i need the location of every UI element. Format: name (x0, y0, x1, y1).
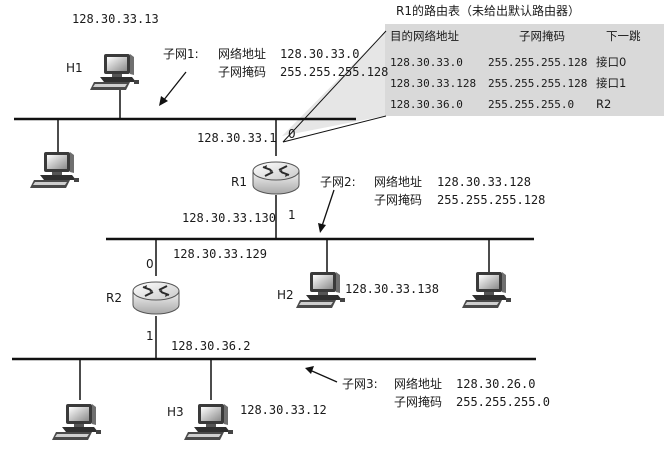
subnet3-addr: 128.30.26.0 (456, 377, 535, 391)
r1-if0-ip: 128.30.33.1 (197, 131, 276, 145)
subnet1-addr-label: 网络地址 (218, 46, 266, 61)
routing-table-header-mask: 子网掩码 (519, 29, 565, 43)
r1-if0-number: 0 (288, 127, 296, 141)
routing-table-header-next-hop: 下一跳 (606, 29, 641, 43)
subnet2-info: 子网2: 网络地址 128.30.33.128 子网掩码 255.255.255… (320, 174, 545, 207)
r2-label: R2 (106, 291, 122, 305)
subnet2-name: 子网2: (320, 175, 356, 189)
h2-label: H2 (277, 288, 294, 302)
r2-router-icon (132, 281, 180, 315)
row-next-hop: 接口1 (596, 76, 626, 90)
subnet2-mask: 255.255.255.128 (437, 193, 545, 207)
r2-if1-number: 1 (146, 329, 154, 343)
routing-table-title: R1的路由表（未给出默认路由器） (396, 3, 580, 18)
h2-computer-icon (296, 272, 345, 308)
row-dest: 128.30.33.0 (390, 56, 463, 69)
table-callout-line (282, 30, 387, 143)
routing-table: R1的路由表（未给出默认路由器） 目的网络地址 子网掩码 下一跳 128.30.… (282, 3, 664, 136)
row-dest: 128.30.36.0 (390, 98, 463, 111)
row-mask: 255.255.255.128 (488, 77, 587, 90)
routing-table-background (385, 24, 664, 116)
subnet3-mask: 255.255.255.0 (456, 395, 550, 409)
h2-ip-label: 128.30.33.138 (345, 282, 439, 296)
row-mask: 255.255.255.0 (488, 98, 574, 111)
r1-if1-number: 1 (288, 208, 296, 222)
subnet3-addr-label: 网络地址 (394, 376, 442, 391)
subnet3-info: 子网3: 网络地址 128.30.26.0 子网掩码 255.255.255.0 (342, 376, 550, 409)
h3-ip-label: 128.30.33.12 (240, 403, 327, 417)
routing-table-row: 128.30.33.0 255.255.255.128 接口0 (390, 55, 626, 69)
row-next-hop: R2 (596, 97, 611, 111)
h3-computer-icon (184, 404, 233, 440)
subnet3-mask-label: 子网掩码 (394, 395, 442, 409)
computer-icon (30, 152, 79, 188)
subnet2-mask-label: 子网掩码 (374, 193, 422, 207)
r1-if1-ip: 128.30.33.130 (182, 211, 276, 225)
r2-if1-ip: 128.30.36.2 (171, 339, 250, 353)
table-callout-line (282, 115, 387, 143)
r2-if0-ip: 128.30.33.129 (173, 247, 267, 261)
r1-label: R1 (231, 175, 247, 189)
computer-icon (52, 404, 101, 440)
h3-label: H3 (167, 405, 184, 419)
h1-computer-icon (90, 54, 139, 90)
r1-router-icon (252, 161, 300, 195)
subnet1-mask-label: 子网掩码 (218, 65, 266, 79)
row-mask: 255.255.255.128 (488, 56, 587, 69)
subnet1-info: 子网1: 网络地址 128.30.33.0 子网掩码 255.255.255.1… (163, 46, 388, 79)
subnet2-addr: 128.30.33.128 (437, 175, 531, 189)
subnet2-arrow (318, 189, 335, 233)
subnet2-addr-label: 网络地址 (374, 174, 422, 189)
subnet1-mask: 255.255.255.128 (280, 65, 388, 79)
h1-label: H1 (66, 61, 83, 75)
subnet3-arrow (305, 366, 338, 383)
row-dest: 128.30.33.128 (390, 77, 476, 90)
subnet3-name: 子网3: (342, 377, 378, 391)
computer-icon (462, 272, 511, 308)
r2-if0-number: 0 (146, 257, 154, 271)
routing-table-header-dest: 目的网络地址 (390, 29, 459, 43)
subnet1-name: 子网1: (163, 47, 199, 61)
h1-ip-label: 128.30.33.13 (72, 12, 159, 26)
routing-table-row: 128.30.36.0 255.255.255.0 R2 (390, 97, 611, 111)
subnet1-addr: 128.30.33.0 (280, 47, 359, 61)
row-next-hop: 接口0 (596, 55, 626, 69)
routing-table-row: 128.30.33.128 255.255.255.128 接口1 (390, 76, 626, 90)
subnet1-arrow (159, 71, 187, 106)
